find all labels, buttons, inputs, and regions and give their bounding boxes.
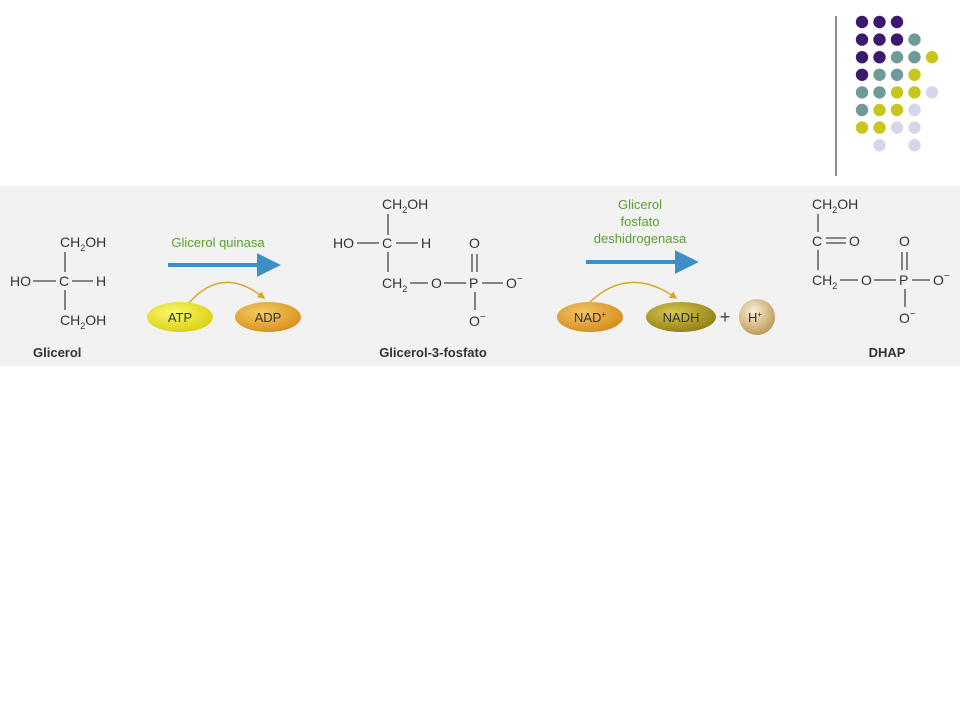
glicerol-molecule: CH2OH HO C H CH2OH Glicerol [10,234,106,360]
reaction-panel: CH2OH HO C H CH2OH Glicerol Glicerol qui… [0,186,960,366]
nadh-label: NADH [663,310,700,325]
dhap-top-group: CH2OH [812,196,858,215]
dhap-right-oxygen: O− [933,271,950,288]
proton-label: H+ [748,310,762,325]
glicerol-top-group: CH2OH [60,234,106,253]
dhap-keto-oxygen: O [849,233,860,249]
enzyme-label-line3: deshidrogenasa [594,231,687,246]
decorative-dot [873,15,886,29]
decorative-dot [890,33,904,46]
glicerol-3-fosfato-molecule: CH2OH HO C H CH2 O P O O− O− Glicerol-3-… [333,196,523,360]
glicerol-right-group: H [96,273,106,289]
decorative-dot [908,121,921,134]
decorative-dot [855,86,869,99]
decorative-dot [890,68,904,81]
decorative-dot [890,51,904,64]
decorative-dot [855,68,869,81]
adp-label: ADP [255,310,282,325]
decorative-dot-grid [835,15,939,176]
glicerol-bottom-group: CH2OH [60,312,106,331]
decorative-dot [873,121,886,134]
glicerol-center-atom: C [59,273,69,289]
decorative-dot [908,103,921,117]
cofactor-curve-1 [187,281,266,305]
dot-grid [855,15,939,152]
dhap-bottom-group: CH2 [812,272,837,291]
glicerol-label: Glicerol [33,345,81,360]
dhap-bottom-oxygen: O− [899,309,916,326]
decorative-dot [908,51,921,64]
g3p-bottom-group: CH2 [382,275,407,294]
g3p-phosphorus: P [469,275,478,291]
plus-sign: + [720,307,731,327]
g3p-link-oxygen: O [431,275,442,291]
nad-label: NAD+ [574,310,606,325]
nadh-ellipse [646,302,716,332]
decorative-dot [873,86,886,99]
g3p-top-group: CH2OH [382,196,428,215]
dhap-center-atom: C [812,233,822,249]
decorative-dot [873,68,886,81]
proton-circle [739,299,775,335]
atp-label: ATP [168,310,192,325]
g3p-left-group: HO [333,235,354,251]
decorative-dot [925,51,939,64]
glicerol-left-group: HO [10,273,31,289]
decorative-dot [890,86,904,99]
g3p-right-oxygen: O− [506,274,523,291]
enzyme-label-line2: fosfato [620,214,659,229]
nad-ellipse [557,302,623,332]
decorative-dot [873,33,886,46]
decorative-dot [855,51,869,64]
dhap-label: DHAP [869,345,906,360]
dhap-phosphorus: P [899,272,908,288]
adp-ellipse [235,302,301,332]
decorative-dot [908,139,921,152]
decorative-dot [855,121,869,134]
decorative-dot [890,15,904,29]
decorative-dot [908,33,921,46]
decorative-dot [925,86,939,99]
dhap-link-oxygen: O [861,272,872,288]
g3p-center-atom: C [382,235,392,251]
decorative-dot [908,86,921,99]
decorative-dot [873,51,886,64]
decorative-dot [873,139,886,152]
decorative-dot [890,121,904,134]
g3p-right-group: H [421,235,431,251]
step2-glicerol-fosfato-deshidrogenasa: Glicerol fosfato deshidrogenasa NAD+ NAD… [557,197,775,335]
decorative-dot [890,103,904,117]
enzyme-label-line1: Glicerol [618,197,662,212]
glycerol-to-dhap-diagram: CH2OH HO C H CH2OH Glicerol Glicerol qui… [10,196,950,360]
dhap-molecule: CH2OH C O CH2 O P O O− O− DHAP [812,196,950,360]
g3p-label: Glicerol-3-fosfato [379,345,487,360]
decorative-dot [855,15,869,29]
dhap-phosphoryl-oxygen: O [899,233,910,249]
cofactor-curve-2 [587,281,678,305]
atp-ellipse [147,302,213,332]
decorative-dot [873,103,886,117]
g3p-phosphoryl-oxygen: O [469,235,480,251]
step1-glicerol-quinasa: Glicerol quinasa ATP ADP [147,235,301,332]
g3p-bottom-oxygen: O− [469,312,486,329]
enzyme-label-glicerol-quinasa: Glicerol quinasa [171,235,265,250]
decorative-dot [855,103,869,117]
decorative-dot [908,68,921,81]
decorative-dot [855,33,869,46]
